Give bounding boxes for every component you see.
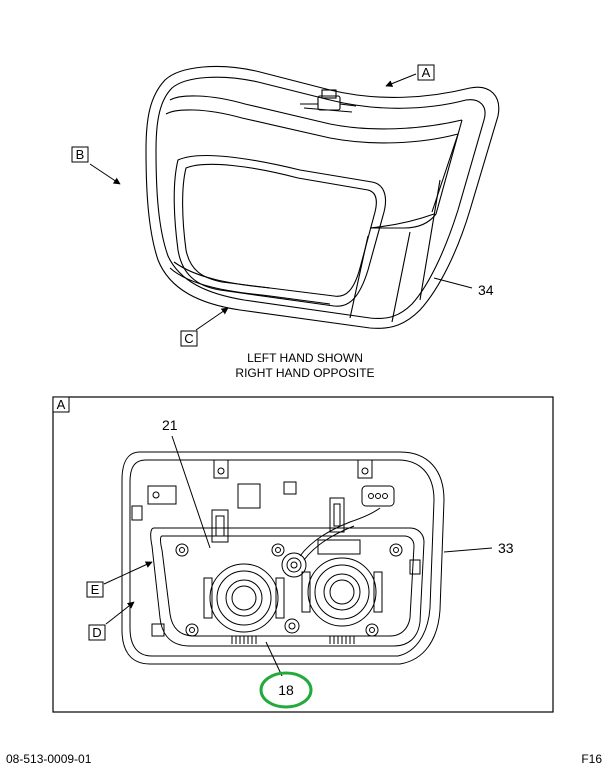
callout-e: E [86, 561, 153, 598]
callout-34: 34 [433, 277, 494, 298]
callout-d: D [88, 601, 135, 641]
callout-d-label: D [92, 625, 101, 640]
housing-connector [361, 485, 395, 507]
lamp-module-left [203, 563, 285, 633]
callout-e-label: E [91, 582, 100, 597]
callout-a-top: A [385, 64, 435, 87]
bezel-outer-outline [145, 65, 500, 329]
caption-line-2: RIGHT HAND OPPOSITE [235, 366, 374, 380]
callout-a-box: A [52, 396, 70, 413]
highlight-circle-18 [259, 671, 313, 709]
bezel-drawing [145, 65, 500, 329]
callout-34-label: 34 [478, 282, 494, 298]
callout-18-label: 18 [278, 682, 294, 698]
drawing-number: 08-513-0009-01 [6, 752, 92, 766]
callout-b: B [71, 146, 121, 185]
housing-inner-tray [150, 527, 425, 647]
callout-33: 33 [443, 540, 514, 556]
callout-33-label: 33 [498, 540, 514, 556]
callout-a-top-label: A [422, 65, 431, 80]
detail-view-a-frame [52, 396, 554, 713]
callout-21-label: 21 [162, 417, 178, 433]
callout-21: 21 [162, 417, 211, 549]
housing-outer [121, 451, 445, 665]
bezel-lens-opening [173, 154, 387, 307]
lamp-module-right [301, 557, 383, 627]
callout-c-label: C [184, 331, 193, 346]
callout-c: C [180, 307, 229, 347]
caption-line-1: LEFT HAND SHOWN [247, 351, 363, 365]
callout-a-box-label: A [57, 397, 66, 412]
page-code: F16 [581, 752, 602, 766]
callout-b-label: B [76, 147, 85, 162]
housing-rear-drawing [121, 451, 445, 665]
callout-18: 18 [259, 641, 313, 709]
adjuster-knob [281, 552, 307, 578]
